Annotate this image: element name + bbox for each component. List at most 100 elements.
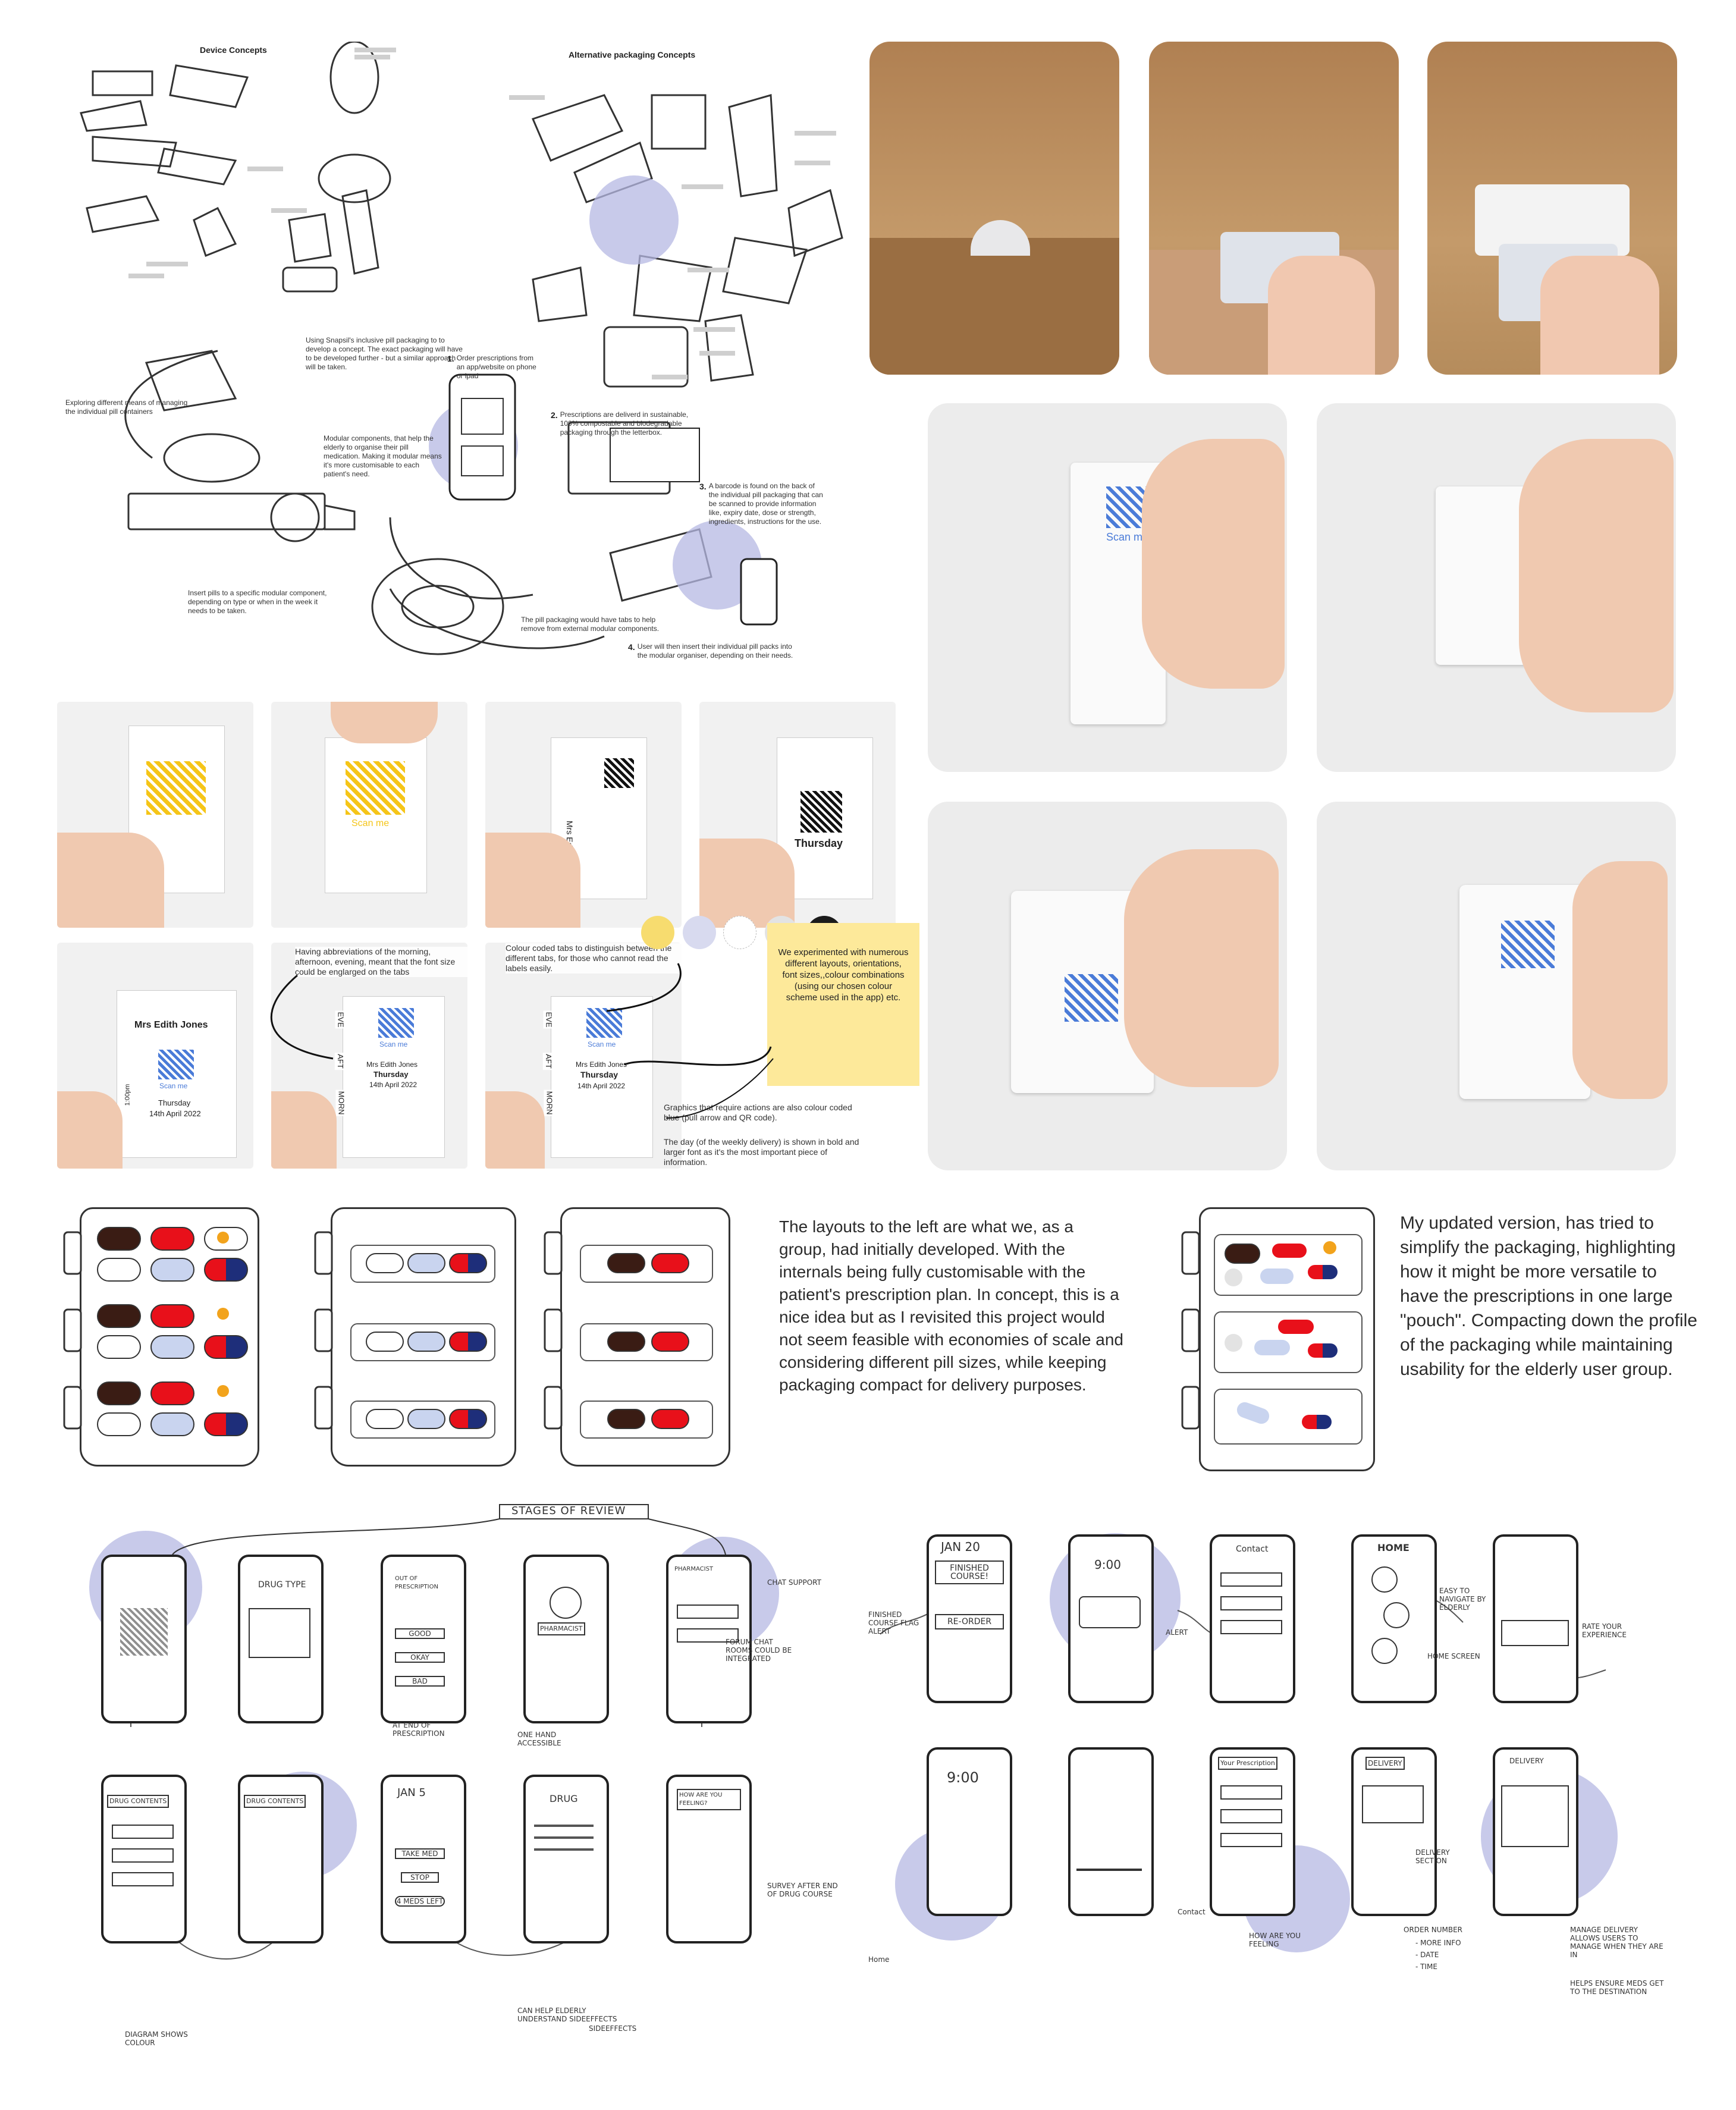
sketch-phone-drug-contents: DRUG CONTENTS — [101, 1775, 187, 1943]
updated-card — [1199, 1207, 1375, 1471]
updated-paragraph: My updated version, has tried to simplif… — [1400, 1213, 1697, 1379]
alt-packaging-title: Alternative packaging Concepts — [569, 50, 696, 59]
sketch-phone-drug-contents-2: DRUG CONTENTS — [238, 1775, 324, 1943]
screen-label-your-rx: Your Prescription — [1218, 1757, 1277, 1770]
note-easy-nav: EASY TO NAVIGATE BY ELDERLY — [1439, 1587, 1486, 1612]
tab-morn: MORN — [335, 1089, 347, 1116]
btn-take-med: TAKE MED — [395, 1848, 445, 1859]
sketch-phone-rate — [1493, 1534, 1578, 1703]
scan-me-blue-3: Scan me — [588, 1040, 616, 1048]
scan-me-blue-2: Scan me — [379, 1040, 408, 1048]
abbr-note: Having abbreviations of the morning, aft… — [295, 947, 467, 977]
thursday-small: Thursday — [158, 1098, 191, 1107]
layouts-paragraph: The layouts to the left are what we, as … — [779, 1217, 1123, 1394]
insert-note: Insert pills to a specific modular compo… — [188, 589, 327, 615]
note-home-screen: HOME SCREEN — [1427, 1652, 1480, 1660]
note-feeling: HOW ARE YOU FEELING — [1249, 1932, 1301, 1948]
btn-bad: BAD — [395, 1676, 445, 1687]
note-chat-support: CHAT SUPPORT — [767, 1578, 821, 1587]
date-small: 14th April 2022 — [149, 1109, 201, 1118]
note-contact: Contact — [1178, 1908, 1206, 1916]
screen-label-pharmacist-2: PHARMACIST — [674, 1566, 714, 1572]
screen-label-out-of-rx: OUT OF PRESCRIPTION — [395, 1575, 438, 1590]
step-2: 2. Prescriptions are deliverd in sustain… — [551, 410, 689, 437]
hand-photo-1: Scan me — [928, 403, 1287, 772]
graphics-note: Graphics that require actions are also c… — [664, 1103, 852, 1122]
btn-good: GOOD — [395, 1628, 445, 1639]
sketch-phone-delivery: DELIVERY — [1351, 1747, 1437, 1916]
thursday-label: Thursday — [795, 837, 843, 849]
sketch-phone-list — [1068, 1747, 1154, 1916]
screen-label-reorder: RE-ORDER — [935, 1614, 1004, 1629]
app-sketch-left: STAGES OF REVIEW DRUG TYPE OUT OF PRESCR… — [65, 1495, 856, 2102]
sketch-phone-drug: DRUG — [523, 1775, 609, 1943]
note-helps-ensure: HELPS ENSURE MEDS GET TO THE DESTINATION — [1570, 1979, 1664, 1996]
sketch-phone-jan20: JAN 20 FINISHED COURSE! RE-ORDER — [927, 1534, 1012, 1703]
modular-note: Modular components, that help the elderl… — [324, 434, 442, 478]
note-sideeffects: SIDEEFFECTS — [589, 2024, 637, 2033]
name-bold: Mrs Edith Jones — [134, 1020, 208, 1030]
sketch-phone-delivery-2: DELIVERY — [1493, 1747, 1578, 1916]
screen-label-pharmacist: PHARMACIST — [538, 1622, 585, 1635]
sticky-note: We experimented with numerous different … — [767, 923, 919, 1086]
screen-label-delivery: DELIVERY — [1365, 1757, 1405, 1770]
btn-okay: OKAY — [395, 1652, 445, 1663]
mockup-bw-name: Mrs Edith Jones — [485, 702, 682, 928]
note-more-info: - MORE INFO — [1415, 1939, 1461, 1947]
screen-label-jan20: JAN 20 — [941, 1540, 980, 1554]
note-diagram: DIAGRAM SHOWS COLOUR — [125, 2030, 188, 2047]
screen-label-drug-contents: DRUG CONTENTS — [107, 1795, 169, 1808]
cardboard-photo-1 — [869, 42, 1119, 375]
btn-stop: STOP — [401, 1872, 439, 1883]
screen-label-contact: Contact — [1236, 1544, 1269, 1554]
note-alert: ALERT — [1166, 1628, 1188, 1637]
tab-eve-2: EVE — [543, 1010, 555, 1029]
mockup-yellow-qr — [57, 702, 253, 928]
layout-card-1 — [80, 1207, 259, 1467]
screen-label-feeling: HOW ARE YOU FEELING? — [677, 1789, 741, 1810]
step-4: 4. User will then insert their individua… — [628, 642, 793, 660]
sketch-phone-lock: 9:00 — [927, 1747, 1012, 1916]
screen-label-time: 9:00 — [1094, 1558, 1121, 1572]
date-mid: 14th April 2022 — [369, 1081, 417, 1089]
hand-photo-3 — [928, 802, 1287, 1170]
step-1: 1. Order prescriptions from an app/websi… — [447, 354, 536, 380]
note-finished-flag: FINISHED COURSE FLAG ALERT — [868, 1610, 919, 1635]
screen-label-drug-type: DRUG TYPE — [258, 1580, 306, 1590]
cardboard-photo-3 — [1427, 42, 1677, 375]
date-mid-2: 14th April 2022 — [577, 1082, 626, 1090]
layout-card-3 — [560, 1207, 730, 1467]
note-end-rx: AT END OF PRESCRIPTION — [393, 1721, 445, 1738]
tab-eve: EVE — [335, 1010, 347, 1029]
scan-me-blue: Scan me — [159, 1082, 188, 1090]
explore-note: Exploring different means of managing th… — [65, 398, 188, 416]
name-mid: Mrs Edith Jones — [366, 1060, 418, 1069]
note-understand: CAN HELP ELDERLY UNDERSTAND SIDEEFFECTS — [517, 2007, 617, 2023]
note-order-number: ORDER NUMBER — [1404, 1926, 1463, 1934]
note-forum: FORUM CHAT ROOMS COULD BE INTEGRATED — [726, 1638, 792, 1663]
scan-me-label: Scan me — [1106, 531, 1149, 543]
sketch-phone-qr — [101, 1555, 187, 1723]
tab-aft: AFT — [334, 1053, 346, 1070]
concept-sketches — [80, 42, 843, 655]
sketch-phone-alert: 9:00 — [1068, 1534, 1154, 1703]
step-3: 3. A barcode is found on the back of the… — [699, 482, 823, 526]
mockup-tabs-2: Scan me Mrs Edith Jones Thursday 14th Ap… — [485, 943, 682, 1169]
scan-me-yellow: Scan me — [351, 818, 390, 828]
note-home: Home — [868, 1955, 890, 1964]
tab-morn-2: MORN — [544, 1089, 555, 1116]
name-mid-2: Mrs Edith Jones — [576, 1060, 627, 1069]
screen-label-delivery-2: DELIVERY — [1509, 1757, 1544, 1765]
screen-label-jan5: JAN 5 — [397, 1786, 426, 1799]
sketch-phone-out-of-rx: OUT OF PRESCRIPTION GOOD OKAY BAD — [381, 1555, 466, 1723]
sketch-phone-chat: PHARMACIST — [666, 1555, 752, 1723]
note-time: - TIME — [1415, 1963, 1437, 1971]
tab-time: 1:00pm — [124, 1084, 131, 1106]
sketch-phone-home: HOME — [1351, 1534, 1437, 1703]
sketch-phone-pharmacist: PHARMACIST — [523, 1555, 609, 1723]
sketch-phone-contact: Contact — [1210, 1534, 1295, 1703]
hand-photo-2 — [1317, 403, 1676, 772]
screen-label-drug: DRUG — [550, 1793, 578, 1804]
sketch-phone-drug-type: DRUG TYPE — [238, 1555, 324, 1723]
concept-sheet: Device Concepts Alternative packaging Co… — [57, 42, 854, 678]
